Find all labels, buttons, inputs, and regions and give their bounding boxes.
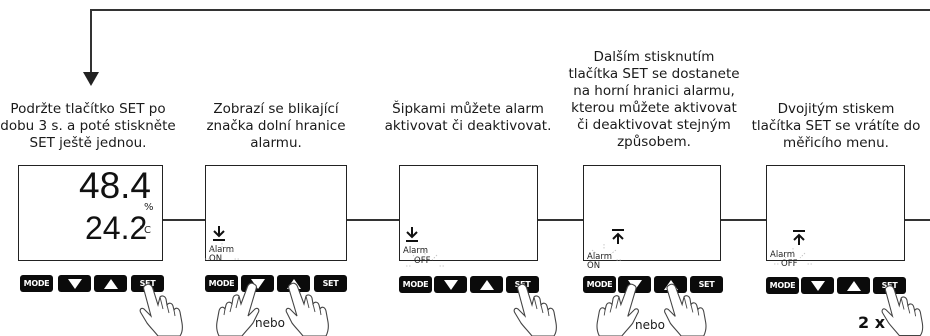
down-arrow-icon [67,278,82,289]
humidity-unit: % [144,202,154,213]
mode-button[interactable]: MODE [766,277,799,294]
down-arrow-icon [443,279,458,290]
mode-button[interactable]: MODE [205,275,238,292]
alarm-label: Alarm [403,246,429,256]
hand-pointer-icon [216,282,260,336]
high-limit-icon [612,229,624,244]
temperature-value: 24.2 [85,210,148,246]
connector-4-5 [720,219,766,221]
display-panel-5: Alarm OFF [766,165,905,269]
display-panel-3: Alarm OFF [399,165,538,266]
loop-line-top [90,9,930,11]
high-limit-icon [793,230,805,245]
mode-button[interactable]: MODE [399,276,432,293]
temperature-unit: °C [139,225,151,236]
down-arrow-icon [250,278,265,289]
up-arrow-icon [479,279,494,290]
alarm-label: Alarm [770,250,796,260]
or-label-2: nebo [635,318,665,332]
connector-1-2 [162,219,206,221]
connector-5-end [904,219,930,221]
loop-line-left [90,9,92,75]
set-button[interactable]: SET [690,276,723,293]
alarm-state: OFF [414,256,431,266]
alarm-state: ON [587,261,601,271]
down-button[interactable] [58,275,91,292]
connector-3-4 [537,219,583,221]
mode-button[interactable]: MODE [20,275,53,292]
blink-indicator-icon [406,250,444,267]
low-limit-icon [406,227,418,242]
display-panel-2: Alarm ON [205,165,347,264]
hand-pointer-icon [664,283,707,336]
down-button[interactable] [801,277,834,294]
display-panel-4: Alarm ON [583,165,721,271]
up-arrow-icon [846,280,861,291]
blink-indicator-icon [205,243,239,260]
connector-2-3 [346,219,399,221]
hand-pointer-icon [596,283,639,336]
or-label-1: nebo [255,316,285,330]
low-limit-icon [213,226,225,241]
up-button[interactable] [470,276,503,293]
alarm-label: Alarm [587,252,613,262]
down-button[interactable] [434,276,467,293]
alarm-state: OFF [781,259,798,269]
set-button[interactable]: SET [314,275,347,292]
down-button[interactable] [618,276,651,293]
down-arrow-icon [810,280,825,291]
hand-pointer-icon [285,282,329,336]
up-button[interactable] [837,277,870,294]
display-panel-1: 48.4 % 24.2 °C [18,165,163,261]
hand-pointer-icon [513,283,557,336]
blink-indicator-icon [774,248,812,265]
up-arrow-icon [103,278,118,289]
hand-pointer-icon [881,285,924,336]
hand-pointer-icon [139,283,183,336]
loop-arrow-head-icon [83,72,99,86]
set-button[interactable]: SET [131,275,164,292]
humidity-value: 48.4 [79,165,152,206]
double-press-label: 2 x [858,313,886,332]
down-arrow-icon [627,279,642,290]
alarm-label: Alarm [209,245,235,255]
alarm-state: ON [209,254,223,264]
up-button[interactable] [94,275,127,292]
mode-button[interactable]: MODE [583,276,616,293]
blink-indicator-icon [591,244,621,261]
